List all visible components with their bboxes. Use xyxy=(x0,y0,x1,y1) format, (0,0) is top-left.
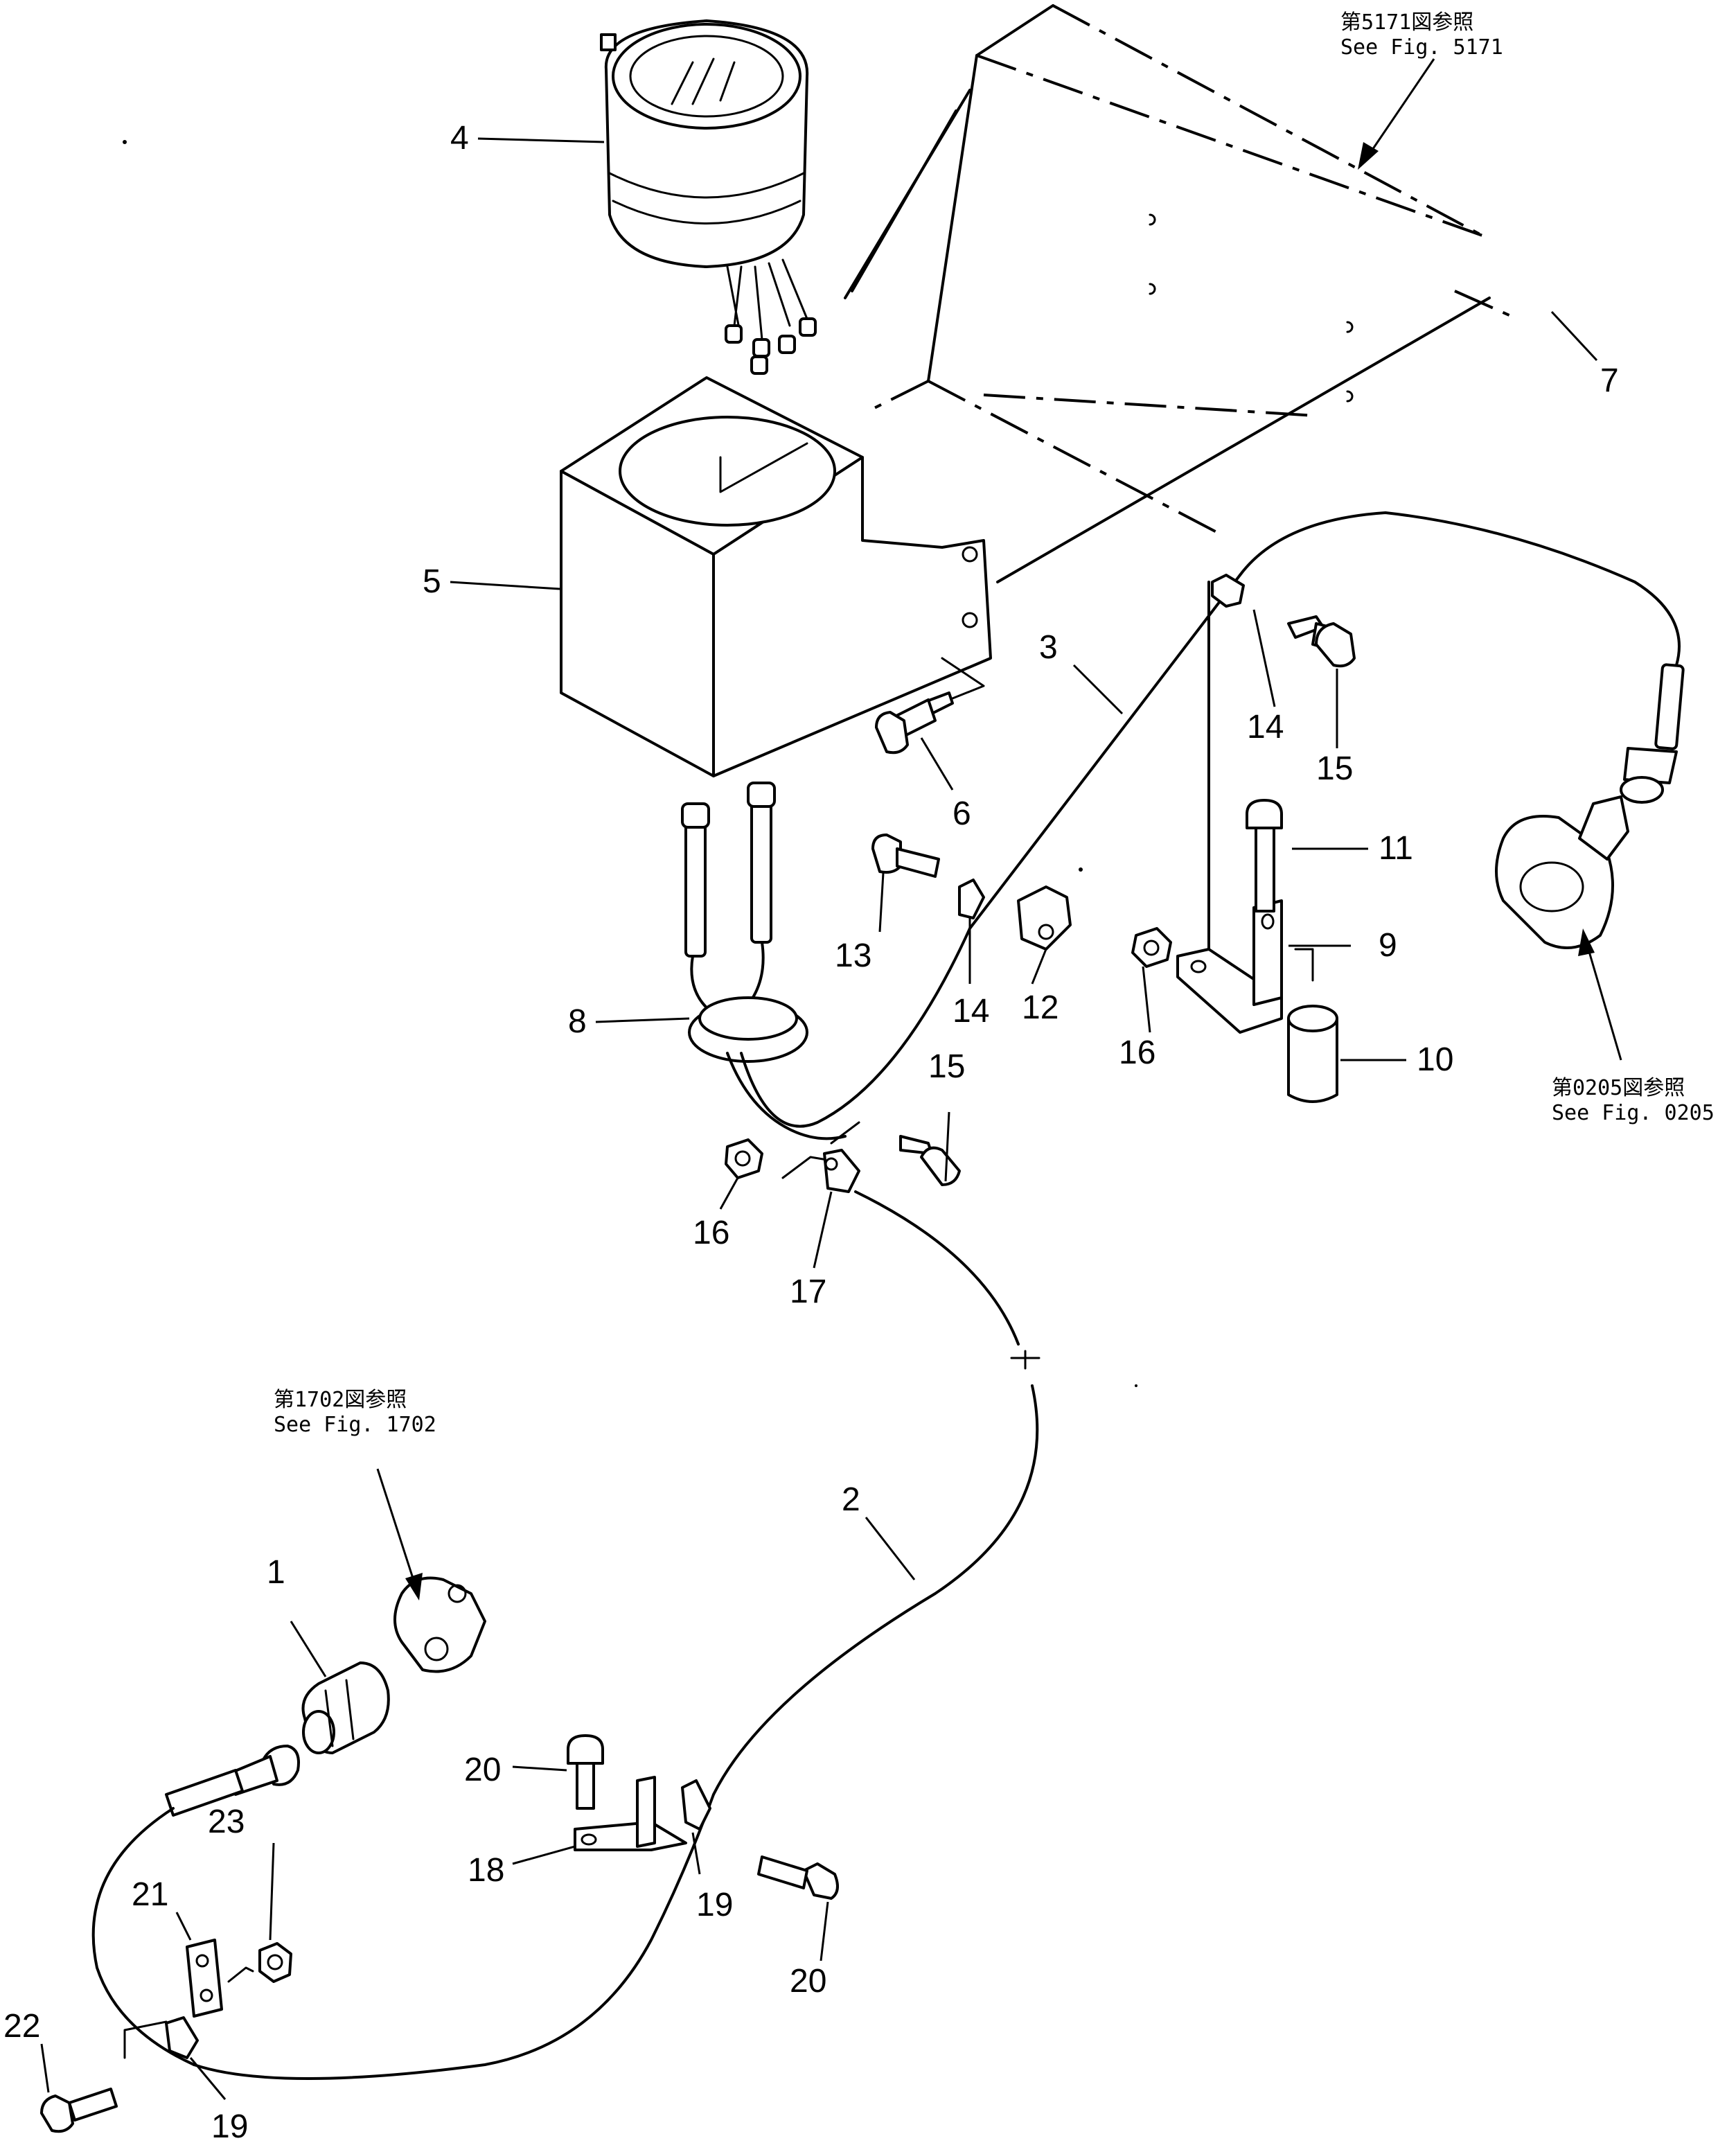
callout-12: 12 xyxy=(1022,989,1059,1026)
callout-15-upper: 15 xyxy=(1316,750,1353,787)
bolt-11 xyxy=(1246,799,1283,912)
leader-lines xyxy=(40,137,1598,2100)
callout-9: 9 xyxy=(1379,927,1397,964)
nut-23 xyxy=(258,1942,292,1983)
callout-16-left: 16 xyxy=(693,1215,729,1251)
callout-14-lower: 14 xyxy=(953,993,989,1030)
reference-fig-1702: 第1702図参照 See Fig. 1702 xyxy=(274,1388,436,1437)
console-panel xyxy=(844,4,1518,583)
connector-1 xyxy=(301,1661,390,1754)
callout-23: 23 xyxy=(208,1804,245,1840)
sender-unit xyxy=(1495,795,1629,949)
clamp-14-lower xyxy=(958,879,985,919)
bolt-20-left xyxy=(567,1734,604,1810)
callout-4: 4 xyxy=(450,120,469,157)
callout-5: 5 xyxy=(423,563,441,600)
reference-en: See Fig. 5171 xyxy=(1340,35,1503,60)
clamp-17-assembly xyxy=(725,1121,961,1193)
speck xyxy=(1135,1384,1137,1387)
speedometer-cable-2 xyxy=(193,1190,1040,2080)
clamp-19-right xyxy=(681,1779,711,1831)
callout-8: 8 xyxy=(568,1003,587,1040)
reference-jp: 第0205図参照 xyxy=(1552,1076,1685,1100)
adapter-1702 xyxy=(393,1576,486,1673)
bolt-20-right xyxy=(757,1855,839,1900)
speedometer-cable-3 xyxy=(968,511,1685,930)
bolt-22 xyxy=(40,2088,118,2133)
callout-6: 6 xyxy=(953,795,971,832)
reference-en: See Fig. 0205 xyxy=(1552,1101,1715,1125)
clamp-14-upper xyxy=(1211,574,1356,668)
speck xyxy=(1079,867,1083,872)
callout-19-right: 19 xyxy=(696,1887,733,1923)
clamp-12 xyxy=(1017,885,1072,951)
reference-fig-0205: 第0205図参照 See Fig. 0205 xyxy=(1552,1076,1715,1125)
callout-11: 11 xyxy=(1379,830,1413,867)
callout-16-right: 16 xyxy=(1119,1034,1155,1071)
callout-7: 7 xyxy=(1600,362,1619,399)
callout-3: 3 xyxy=(1039,629,1058,666)
arrow-icon xyxy=(405,1573,423,1600)
nut-16-right xyxy=(1131,927,1172,968)
callout-18: 18 xyxy=(468,1852,504,1889)
cable-grommet-assembly xyxy=(681,782,971,1140)
meter-case xyxy=(560,376,992,777)
callout-20-left: 20 xyxy=(464,1752,501,1788)
speck xyxy=(123,140,127,144)
bolt-6 xyxy=(875,691,954,755)
callout-10: 10 xyxy=(1417,1041,1453,1078)
callout-2: 2 xyxy=(842,1481,860,1518)
callout-14-upper: 14 xyxy=(1247,709,1284,746)
callout-22: 22 xyxy=(3,2008,40,2045)
arrow-icon xyxy=(1358,142,1379,170)
bracket-9 xyxy=(1176,581,1314,1034)
callout-20-right: 20 xyxy=(790,1963,826,2000)
bolt-13 xyxy=(871,834,940,878)
callout-15-lower: 15 xyxy=(928,1048,965,1085)
callout-19-left: 19 xyxy=(211,2108,248,2143)
reference-jp: 第1702図参照 xyxy=(274,1388,407,1412)
cable-end-fitting xyxy=(91,1745,300,2066)
reference-arrows xyxy=(376,58,1622,1600)
callout-numbers: 4 5 6 7 8 9 10 11 12 13 14 3 14 15 16 15… xyxy=(3,120,1619,2143)
spacer-10 xyxy=(1287,1005,1338,1103)
callout-1: 1 xyxy=(267,1554,285,1591)
meter-gauge xyxy=(600,19,817,375)
callout-13: 13 xyxy=(835,937,871,974)
reference-en: See Fig. 1702 xyxy=(274,1413,436,1437)
callout-17: 17 xyxy=(790,1273,826,1310)
callout-21: 21 xyxy=(132,1876,168,1913)
clamp-19-left xyxy=(123,2016,199,2059)
plate-21 xyxy=(186,1939,254,2018)
reference-fig-5171: 第5171図参照 See Fig. 5171 xyxy=(1340,10,1503,60)
arrow-icon xyxy=(1578,928,1595,956)
reference-jp: 第5171図参照 xyxy=(1340,10,1473,35)
